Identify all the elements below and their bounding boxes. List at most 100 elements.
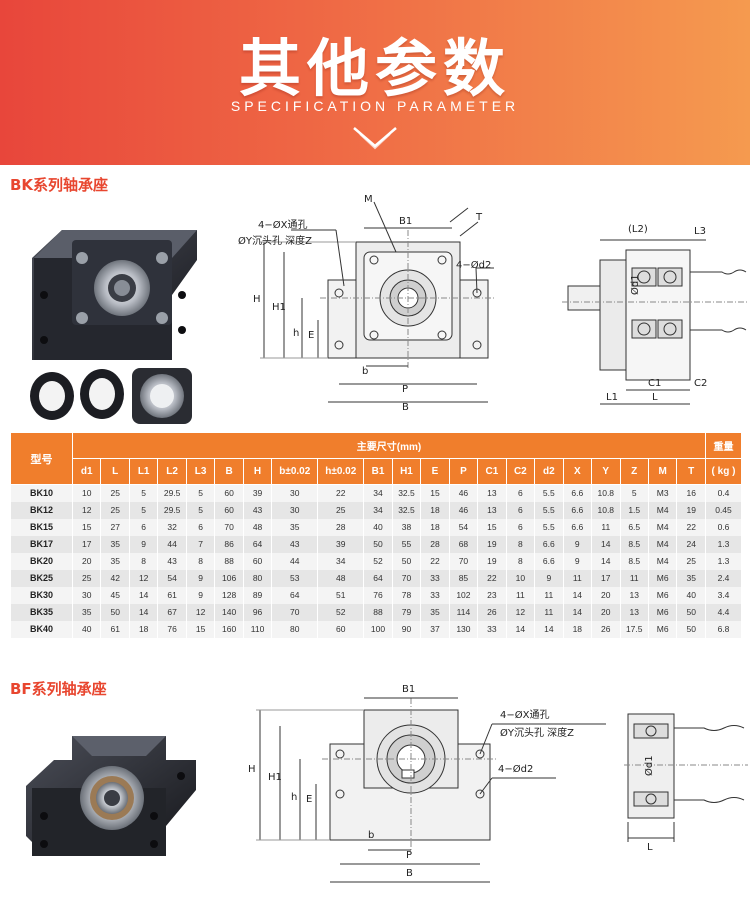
value-cell: 9: [128, 535, 159, 553]
column-header: B1: [363, 458, 393, 485]
value-cell: M6: [647, 586, 678, 604]
value-cell: 26: [477, 603, 507, 621]
bk-label-e: E: [308, 330, 315, 341]
value-cell: 11: [591, 518, 621, 536]
weight-unit-header: ( kg ): [705, 458, 742, 485]
value-cell: 11: [534, 603, 564, 621]
value-cell: M4: [647, 518, 678, 536]
page-title: 其他参数: [238, 32, 511, 105]
model-cell: BK10: [10, 484, 73, 502]
value-cell: 5.5: [534, 518, 564, 536]
value-cell: 80: [242, 569, 273, 587]
value-cell: 5.5: [534, 484, 564, 502]
value-cell: 88: [214, 552, 244, 570]
column-header: C2: [505, 458, 536, 485]
value-cell: 15: [420, 484, 450, 502]
value-cell: 43: [157, 552, 187, 570]
bk-label-l1: L1: [606, 392, 618, 403]
value-cell: 14: [591, 552, 621, 570]
value-cell: 9: [185, 569, 216, 587]
value-cell: 14: [591, 535, 621, 553]
value-cell: 60: [214, 501, 244, 519]
value-cell: 33: [420, 569, 450, 587]
bk-note-line2: ØY沉头孔 深度Z: [238, 236, 313, 247]
value-cell: 50: [676, 620, 706, 638]
value-cell: 17.5: [619, 620, 649, 638]
value-cell: 130: [448, 620, 479, 638]
bf-label-l: L: [647, 842, 653, 853]
bk-label-l2: (L2): [628, 224, 648, 235]
banner: 其他参数 SPECIFICATION PARAMETER: [0, 0, 750, 165]
value-cell: 13: [619, 603, 649, 621]
value-cell: 64: [363, 569, 393, 587]
value-cell: 15: [71, 518, 102, 536]
value-cell: 14: [128, 586, 159, 604]
value-cell: 50: [676, 603, 706, 621]
value-cell: 6.6: [534, 552, 564, 570]
value-cell: 15: [477, 518, 507, 536]
bk-label-l3: L3: [694, 226, 706, 237]
bk-label-h: H: [253, 294, 261, 305]
value-cell: 6: [505, 518, 536, 536]
value-cell: 29.5: [157, 484, 187, 502]
bf-label-hh: h: [291, 792, 298, 803]
weight-cell: 0.45: [705, 501, 742, 519]
value-cell: 50: [391, 552, 422, 570]
bk-label-b: b: [362, 366, 369, 377]
value-cell: 10.8: [591, 484, 621, 502]
value-cell: 42: [100, 569, 130, 587]
bk-product-photo: [30, 230, 197, 424]
value-cell: 34: [317, 552, 365, 570]
value-cell: 18: [562, 620, 593, 638]
value-cell: 17: [71, 535, 102, 553]
value-cell: 54: [448, 518, 479, 536]
bk-label-c1: C1: [648, 378, 662, 389]
column-header: d2: [534, 458, 564, 485]
value-cell: 114: [448, 603, 479, 621]
value-cell: 67: [157, 603, 187, 621]
value-cell: 8: [185, 552, 216, 570]
value-cell: 51: [317, 586, 365, 604]
bf-side-view-diagram: Ød1 L: [624, 710, 748, 860]
value-cell: 60: [242, 552, 273, 570]
column-header: P: [448, 458, 479, 485]
value-cell: 76: [157, 620, 187, 638]
column-header: L1: [128, 458, 159, 485]
value-cell: 30: [271, 501, 319, 519]
value-cell: 6: [505, 501, 536, 519]
value-cell: 46: [448, 501, 479, 519]
value-cell: 35: [676, 569, 706, 587]
value-cell: 13: [477, 501, 507, 519]
value-cell: 6.6: [534, 535, 564, 553]
value-cell: 28: [420, 535, 450, 553]
value-cell: 22: [420, 552, 450, 570]
value-cell: 32: [157, 518, 187, 536]
column-header: L3: [185, 458, 216, 485]
column-header: T: [676, 458, 706, 485]
value-cell: 6.6: [562, 518, 593, 536]
value-cell: 5: [128, 484, 159, 502]
value-cell: 10: [71, 484, 102, 502]
value-cell: 70: [391, 569, 422, 587]
value-cell: 89: [242, 586, 273, 604]
value-cell: 128: [214, 586, 244, 604]
value-cell: 30: [271, 484, 319, 502]
bf-side-drawing: [624, 713, 748, 842]
value-cell: 37: [420, 620, 450, 638]
value-cell: 19: [477, 535, 507, 553]
value-cell: 6.5: [619, 518, 649, 536]
page-subtitle: SPECIFICATION PARAMETER: [230, 98, 520, 114]
value-cell: 12: [505, 603, 536, 621]
column-header: b±0.02: [271, 458, 319, 485]
value-cell: 70: [214, 518, 244, 536]
bf-label-h1: H1: [268, 772, 282, 783]
bf-label-b: b: [368, 830, 375, 841]
value-cell: 61: [100, 620, 130, 638]
value-cell: 13: [477, 484, 507, 502]
value-cell: 11: [562, 569, 593, 587]
bf-note-line2: ØY沉头孔 深度Z: [500, 728, 575, 739]
